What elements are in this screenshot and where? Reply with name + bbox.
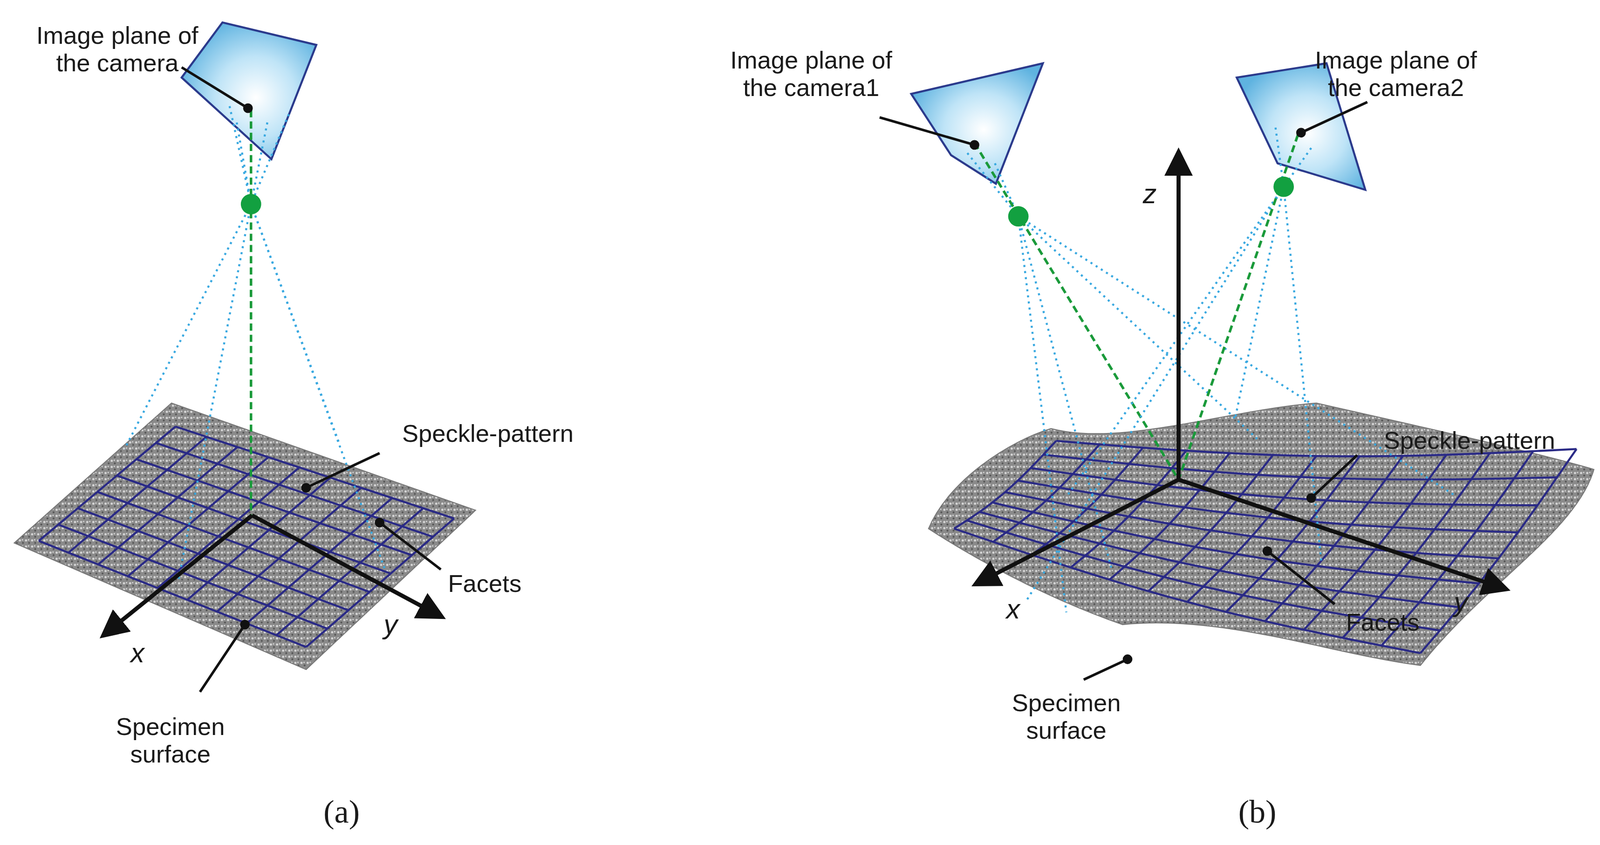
facet-line — [77, 507, 349, 610]
camera-b1 — [911, 63, 1455, 613]
axis-label: x — [1005, 593, 1020, 625]
part-label: Image plane of the camera1 — [715, 45, 908, 102]
axis-label: x — [130, 636, 145, 669]
facet-grid — [954, 440, 1577, 653]
facet-line — [1043, 454, 1557, 479]
facet-line — [217, 487, 362, 612]
axis-label: z — [1142, 177, 1157, 210]
facet-line — [58, 524, 328, 629]
axis-label: y — [1454, 586, 1469, 618]
facet-line — [38, 426, 176, 541]
axes — [103, 152, 1505, 635]
facet-line — [97, 491, 370, 592]
panel-label: (a) — [323, 792, 360, 830]
part-label: Speckle-pattern — [1383, 426, 1556, 455]
facet-line — [156, 442, 433, 537]
part-label: Specimen surface — [999, 688, 1133, 745]
facet-line — [38, 540, 307, 647]
camera-b2 — [1025, 63, 1366, 602]
facet-line — [68, 436, 207, 553]
facet-line — [276, 507, 424, 635]
facet-line — [116, 475, 391, 574]
facet-line — [98, 446, 238, 565]
facet-line — [246, 498, 393, 624]
axis-label: y — [383, 608, 398, 641]
camera-a — [124, 22, 386, 580]
part-label: Facets — [1346, 608, 1420, 636]
part-label: Specimen surface — [103, 711, 237, 768]
facet-line — [1342, 452, 1491, 638]
part-label: Facets — [447, 569, 522, 598]
facet-line — [954, 528, 1421, 653]
facet-grid — [38, 426, 454, 647]
part-label: Image plane of the camera2 — [1299, 45, 1492, 102]
facet-line — [979, 511, 1460, 608]
facet-line — [136, 458, 412, 555]
panel-label: (b) — [1238, 792, 1277, 830]
facet-line — [992, 502, 1479, 584]
part-label: Image plane of the camera — [31, 20, 204, 78]
part-label: Speckle-pattern — [402, 419, 574, 448]
facet-line — [187, 477, 331, 600]
leader-lines — [181, 67, 1368, 692]
specimen-surface — [928, 403, 1594, 666]
facet-line — [1030, 467, 1538, 506]
